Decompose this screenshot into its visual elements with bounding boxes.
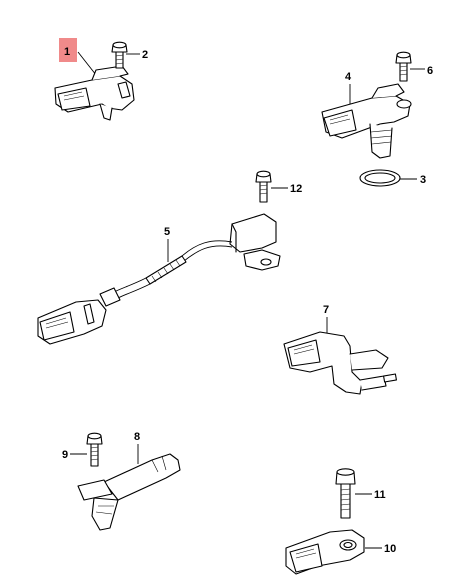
label-part-8[interactable]: 8 (134, 431, 140, 443)
sensor-part-7 (283, 331, 397, 395)
sensor-part-4 (321, 83, 412, 159)
label-part-9[interactable]: 9 (62, 449, 68, 461)
screw-part-11 (335, 468, 356, 519)
sensor-part-10 (285, 529, 365, 575)
label-part-1[interactable]: 1 (64, 46, 70, 58)
label-part-5[interactable]: 5 (164, 226, 170, 238)
screw-part-9 (86, 432, 103, 467)
sensor-part-8 (77, 453, 181, 531)
label-part-2[interactable]: 2 (142, 49, 148, 61)
screw-part-2 (111, 41, 128, 69)
sensor-part-5 (37, 213, 281, 345)
screw-part-6 (395, 51, 412, 82)
label-part-7[interactable]: 7 (323, 304, 329, 316)
label-part-10[interactable]: 10 (384, 543, 396, 555)
screw-part-12 (255, 170, 272, 203)
label-part-12[interactable]: 12 (290, 183, 302, 195)
label-part-4[interactable]: 4 (345, 71, 352, 83)
label-part-11[interactable]: 11 (374, 489, 386, 501)
sensor-part-1 (54, 65, 135, 121)
label-part-3[interactable]: 3 (420, 174, 426, 186)
o-ring-part-3 (359, 169, 401, 187)
label-part-6[interactable]: 6 (427, 65, 433, 77)
part-1-highlight (59, 38, 77, 62)
